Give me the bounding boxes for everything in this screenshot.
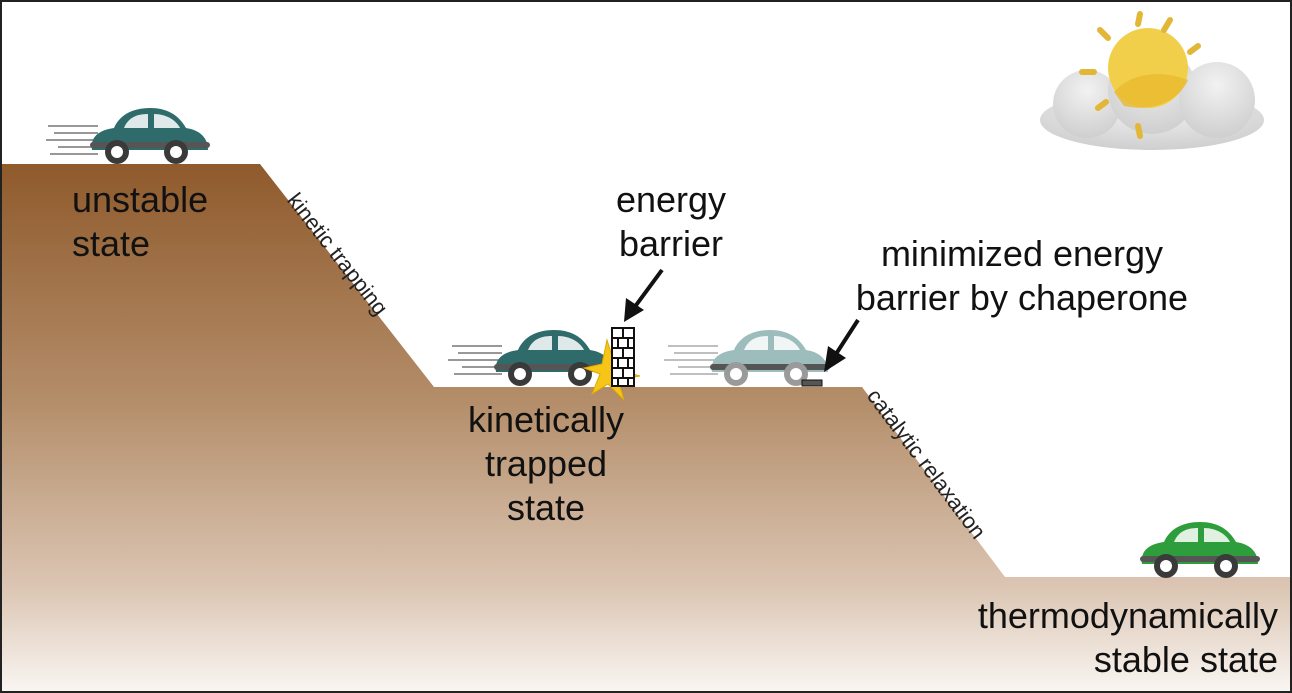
sun-icon bbox=[1079, 11, 1201, 139]
unstable-line-2: state bbox=[72, 222, 151, 264]
energy-barrier-line-2: barrier bbox=[618, 222, 724, 264]
stable-line-2: stable state bbox=[1093, 638, 1278, 680]
terrain bbox=[2, 164, 1290, 691]
energy-barrier-line-1: energy bbox=[615, 179, 727, 220]
brick-wall-icon bbox=[611, 327, 635, 387]
unstable-state-label: unstable state bbox=[72, 178, 208, 266]
kinetically-trapped-label: kinetically trapped state bbox=[460, 398, 632, 530]
thermodynamically-stable-label: thermodynamically stable state bbox=[950, 594, 1278, 682]
energy-barrier-label: energy barrier bbox=[598, 178, 744, 266]
minimized-line-2: barrier by chaperone bbox=[855, 276, 1189, 318]
car-chaperone-icon bbox=[664, 330, 830, 386]
trapped-line-3: state bbox=[506, 486, 586, 528]
minimized-line-1: minimized energy bbox=[880, 233, 1164, 274]
trapped-line-2: trapped bbox=[484, 442, 608, 484]
energy-barrier-arrow bbox=[624, 268, 664, 322]
car-unstable-icon bbox=[46, 108, 210, 164]
unstable-line-1: unstable bbox=[72, 179, 209, 220]
minimized-barrier-label: minimized energy barrier by chaperone bbox=[840, 232, 1204, 320]
car-stable-icon bbox=[1140, 522, 1260, 578]
car-trapped-icon bbox=[448, 330, 614, 386]
trapped-line-1: kinetically bbox=[467, 399, 625, 440]
stable-line-1: thermodynamically bbox=[977, 595, 1278, 636]
minimized-barrier-block bbox=[801, 379, 823, 387]
minimized-barrier-arrow bbox=[824, 318, 860, 372]
